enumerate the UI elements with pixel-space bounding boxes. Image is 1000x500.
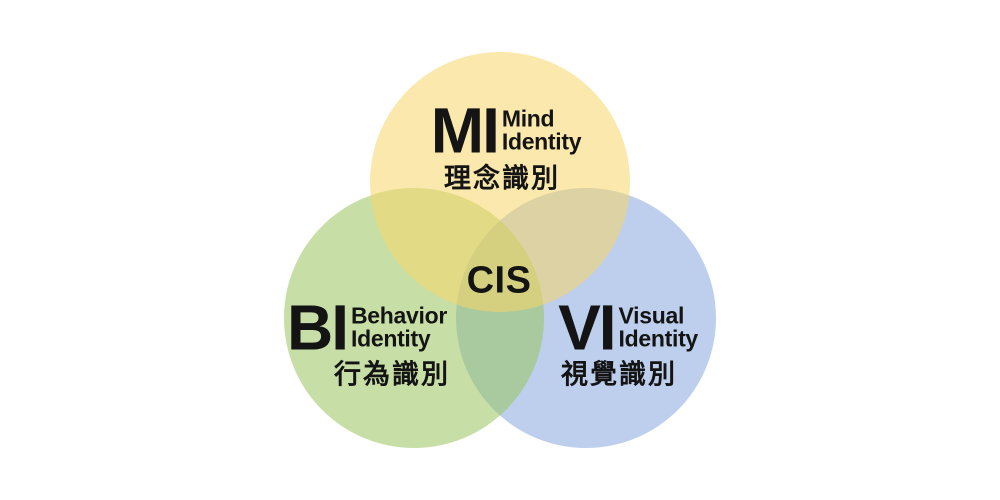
vi-name-line1: Visual: [618, 302, 685, 329]
bi-name-line2: Identity: [350, 326, 431, 352]
mi-circle: [370, 52, 630, 312]
mi-label-group: MI Mind Identity: [430, 94, 582, 167]
vi-cjk-label: 視覺識別: [561, 359, 677, 390]
bi-name-line1: Behavior: [350, 302, 448, 329]
mi-name-line1: Mind: [501, 105, 555, 132]
cis-center-label: CIS: [466, 259, 532, 302]
vi-name: Visual Identity: [618, 302, 699, 352]
mi-acronym: MI: [430, 94, 500, 167]
bi-acronym: BI: [286, 291, 349, 364]
bi-label-group: BI Behavior Identity: [286, 291, 447, 364]
bi-cjk-label: 行為識別: [334, 359, 450, 390]
vi-name-line2: Identity: [618, 326, 699, 352]
vi-label-group: VI Visual Identity: [558, 291, 699, 364]
bi-name: Behavior Identity: [351, 304, 447, 351]
mi-name-line2: Identity: [501, 129, 582, 155]
mi-cjk-label: 理念識別: [444, 163, 560, 194]
vi-acronym: VI: [558, 291, 616, 364]
mi-name: Mind Identity: [501, 105, 582, 155]
